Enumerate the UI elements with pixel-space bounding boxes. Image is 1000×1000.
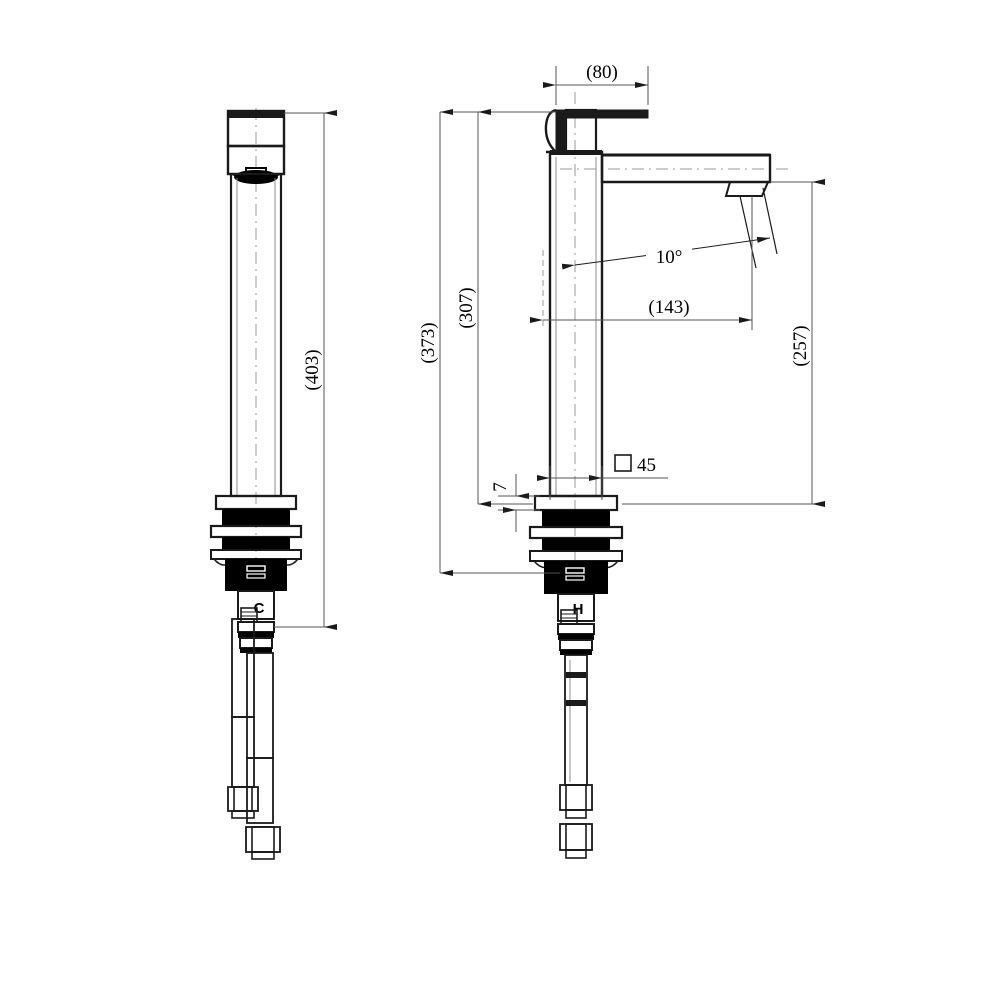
dimension-10deg-text: 10° [656,247,683,268]
cold-inlet-label: C [254,600,265,617]
front-supply-hoses [564,654,588,786]
front-lever-handle [544,108,649,154]
dimension-307-text: (307) [456,287,477,328]
dimension-shank-square: 45 [537,454,668,500]
side-view-group: C (403 [209,108,337,860]
front-body-column [548,150,604,498]
dimension-handle-width: (80) [543,62,649,105]
dimension-257-text: (257) [790,325,811,366]
dimension-overall-height-side: (403) [274,110,337,630]
dimension-deck-thickness: 7 [490,474,540,532]
hot-inlet-label: H [573,601,584,618]
front-spout-arm [600,153,772,197]
dimension-80-text: (80) [586,62,618,83]
dimension-403-text: (403) [302,349,323,390]
side-hex-nuts [227,786,281,860]
dimension-spout-reach: (143) [530,196,753,330]
front-hex-nuts [559,784,593,859]
front-mounting-assembly [528,494,624,594]
dimension-143-text: (143) [648,297,689,318]
dimension-spout-height: (257) [622,179,825,507]
dimension-spout-angle: 10° [561,187,778,270]
side-mounting-assembly [209,494,303,591]
dimension-body-height: (307) [456,109,548,507]
front-view-group: H (80) [418,62,825,859]
side-shank: C [237,590,275,653]
dimension-7-text: 7 [490,482,511,492]
dimension-45-text: 45 [637,455,656,476]
dimension-373-text: (373) [418,322,439,363]
front-shank: H [557,593,595,655]
